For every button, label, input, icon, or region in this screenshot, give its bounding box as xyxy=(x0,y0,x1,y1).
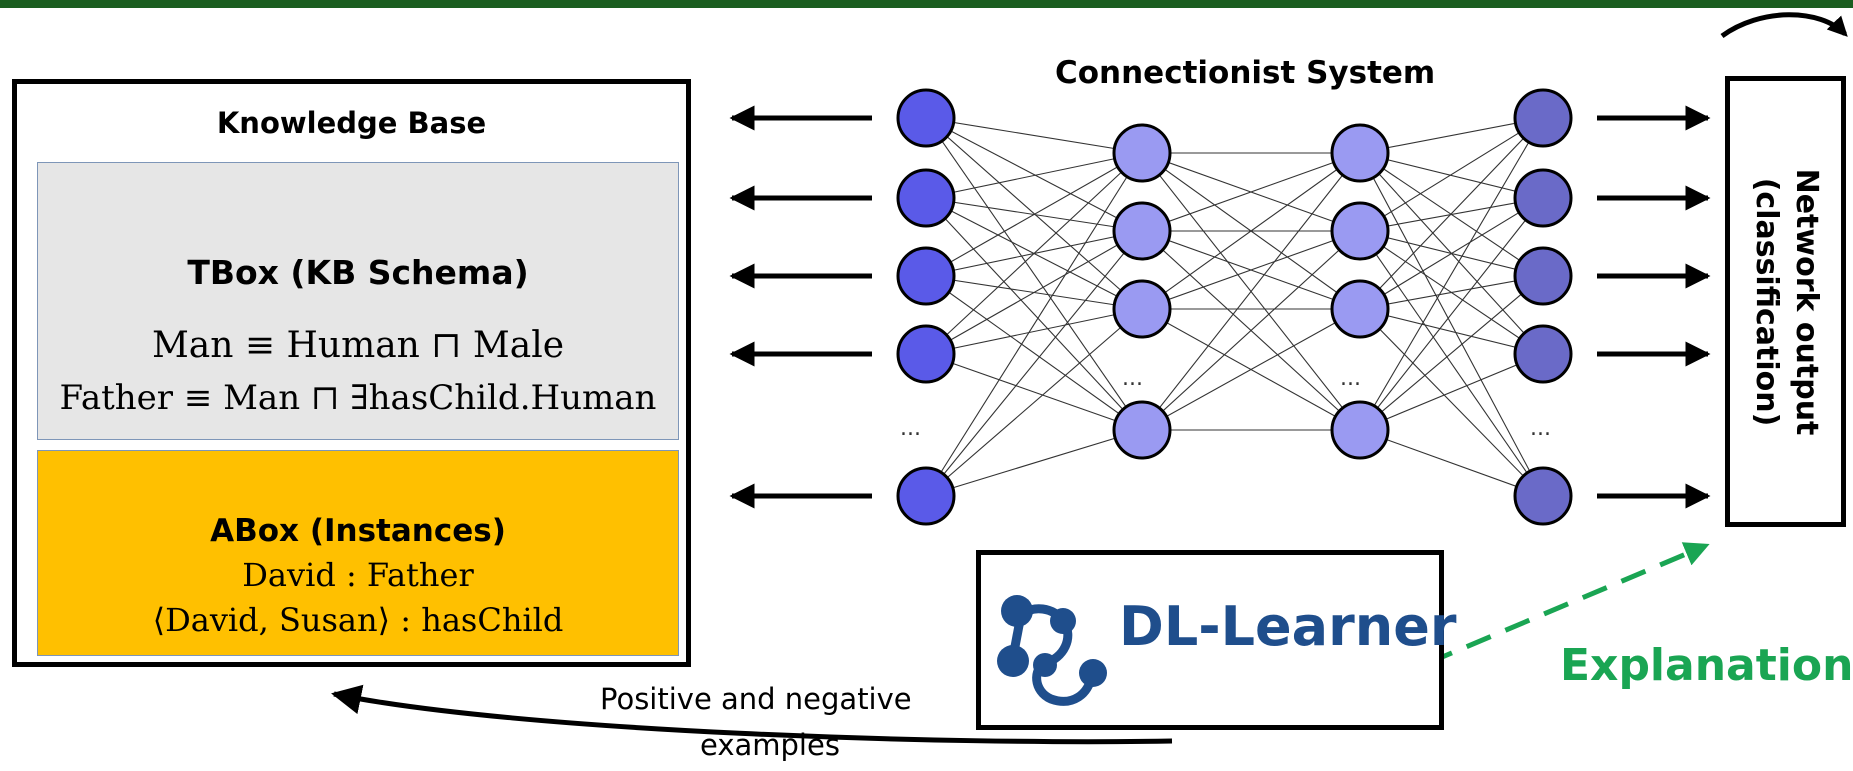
network-node xyxy=(1513,466,1573,526)
ellipsis-hidden-2: ... xyxy=(1340,366,1361,391)
explanation-arrow xyxy=(1427,542,1710,666)
network-edge xyxy=(1359,117,1544,154)
network-edge xyxy=(1359,117,1544,232)
network-edge xyxy=(925,230,1143,355)
network-node xyxy=(1112,123,1172,183)
network-edge xyxy=(1359,197,1544,431)
network-edge xyxy=(1359,230,1544,497)
network-edge xyxy=(925,429,1143,497)
network-node xyxy=(1513,324,1573,384)
network-edge xyxy=(1359,308,1544,355)
network-edge xyxy=(925,230,1143,497)
network-node xyxy=(1112,400,1172,460)
network-node xyxy=(1513,168,1573,228)
corner-curve-arrow xyxy=(1720,12,1848,39)
tbox-panel: TBox (KB Schema) Man ≡ Human ⊓ Male Fath… xyxy=(37,162,679,440)
network-edge xyxy=(1359,275,1544,310)
dl-learner-box: DL-Learner xyxy=(976,550,1456,730)
network-edge xyxy=(1359,152,1544,199)
network-edge xyxy=(1359,197,1544,310)
tbox-title: TBox (KB Schema) xyxy=(187,253,529,292)
network-edge xyxy=(1359,152,1544,497)
network-nodes xyxy=(896,88,1573,526)
network-edge xyxy=(925,275,1143,431)
network-node xyxy=(896,168,956,228)
feedback-label-line-2: examples xyxy=(700,728,840,762)
network-node xyxy=(896,88,956,148)
network-node xyxy=(896,466,956,526)
network-edge xyxy=(1359,275,1544,431)
network-node xyxy=(1330,400,1390,460)
network-edge xyxy=(1141,308,1361,431)
network-node xyxy=(1330,123,1390,183)
network-edge xyxy=(1141,152,1361,310)
dl-learner-label: DL-Learner xyxy=(1119,595,1457,658)
network-edge xyxy=(925,117,1143,310)
abox-title: ABox (Instances) xyxy=(210,513,506,549)
ellipsis-hidden-1: ... xyxy=(1122,366,1143,391)
tbox-axiom-father: Father ≡ Man ⊓ ∃hasChild.Human xyxy=(59,378,657,418)
abox-assertion-haschild: ⟨David, Susan⟩ : hasChild xyxy=(152,601,564,639)
tbox-axiom-man: Man ≡ Human ⊓ Male xyxy=(151,325,565,366)
network-node xyxy=(1112,279,1172,339)
knowledge-base-title: Knowledge Base xyxy=(216,106,487,140)
network-edge xyxy=(1359,197,1544,232)
network-node xyxy=(1513,88,1573,148)
network-edge xyxy=(925,152,1143,277)
network-edge xyxy=(1359,353,1544,431)
network-edge xyxy=(925,117,1143,154)
network-edge xyxy=(925,117,1143,431)
network-output-box: Network output (classification) xyxy=(1725,76,1846,527)
network-node xyxy=(1330,279,1390,339)
network-node xyxy=(1513,246,1573,306)
feedback-label-line-1: Positive and negative xyxy=(600,682,912,716)
network-edge xyxy=(1359,308,1544,497)
io-arrows xyxy=(729,105,1711,509)
network-edge xyxy=(925,117,1143,232)
network-edge xyxy=(1141,230,1361,431)
network-edge xyxy=(925,152,1143,497)
network-edge xyxy=(925,308,1143,497)
network-edge xyxy=(1141,230,1361,310)
network-output-line-2: (classification) xyxy=(1748,177,1784,426)
network-edge xyxy=(1359,117,1544,310)
ellipsis-output: ... xyxy=(1530,416,1551,441)
network-edge xyxy=(925,353,1143,431)
explanation-label: Explanation xyxy=(1560,640,1853,691)
feedback-arrow xyxy=(331,684,1173,745)
network-edge xyxy=(925,152,1143,355)
network-output-line-1: Network output xyxy=(1788,168,1824,435)
network-edge xyxy=(1141,152,1361,232)
ellipsis-input: ... xyxy=(900,416,921,441)
abox-assertion-david: David : Father xyxy=(242,556,474,594)
top-bar xyxy=(0,0,1853,8)
dl-learner-logo-icon xyxy=(997,595,1107,706)
network-edge xyxy=(925,197,1143,431)
network-node xyxy=(896,324,956,384)
network-node xyxy=(1330,201,1390,261)
network-edge xyxy=(925,152,1143,199)
network-node xyxy=(1112,201,1172,261)
network-output-label: Network output (classification) xyxy=(1746,168,1826,435)
abox-panel: ABox (Instances) David : Father ⟨David, … xyxy=(37,450,679,656)
network-node xyxy=(896,246,956,306)
network-edge xyxy=(1141,152,1361,431)
network-edges xyxy=(925,117,1544,497)
network-edge xyxy=(1359,117,1544,431)
connectionist-system-title: Connectionist System xyxy=(1055,55,1436,91)
network-edge xyxy=(925,308,1143,355)
network-edge xyxy=(1359,429,1544,497)
knowledge-base-box: Knowledge Base TBox (KB Schema) Man ≡ Hu… xyxy=(12,79,691,667)
